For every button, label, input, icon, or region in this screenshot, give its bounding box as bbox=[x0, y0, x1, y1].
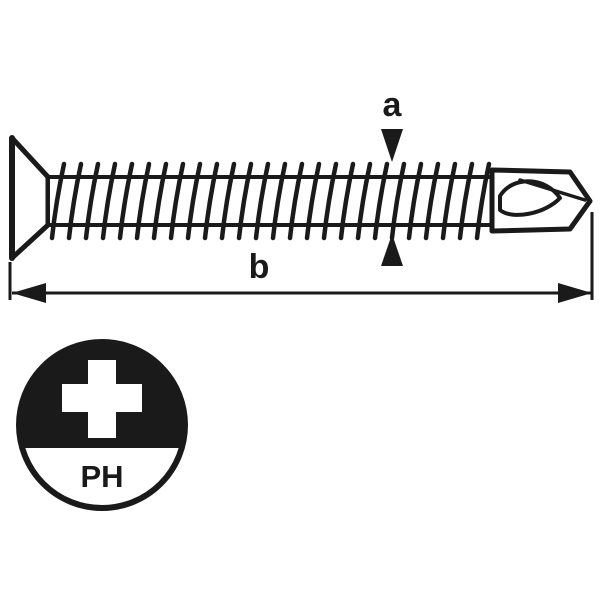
thread-line bbox=[406, 161, 424, 241]
thread-line bbox=[389, 161, 407, 241]
dimension-b-arrow-left bbox=[12, 283, 46, 303]
thread-line bbox=[304, 161, 322, 241]
thread-line bbox=[236, 161, 254, 241]
thread-line bbox=[185, 161, 203, 241]
thread-line bbox=[372, 161, 390, 241]
thread-line bbox=[423, 161, 441, 241]
drill-flute-edge bbox=[518, 178, 587, 202]
drive-type-badge bbox=[16, 339, 188, 511]
dimension-a bbox=[381, 129, 403, 266]
thread-line bbox=[66, 161, 84, 241]
screw-head bbox=[9, 135, 51, 261]
thread-line bbox=[474, 161, 492, 241]
thread-line bbox=[270, 161, 288, 241]
thread-line bbox=[219, 161, 237, 241]
dimension-a-label: a bbox=[383, 86, 403, 124]
thread-line bbox=[457, 161, 475, 241]
screw bbox=[9, 135, 593, 261]
drill-tip bbox=[489, 167, 593, 234]
phillips-cross-icon bbox=[62, 360, 142, 438]
badge-outline bbox=[16, 339, 188, 511]
thread-line bbox=[168, 161, 186, 241]
thread-line bbox=[440, 161, 458, 241]
dimension-b-label: b bbox=[249, 248, 270, 286]
dimension-a-arrow-bottom bbox=[381, 234, 403, 266]
dimension-b-arrow-right bbox=[558, 283, 592, 303]
screw-threads bbox=[49, 161, 492, 241]
thread-line bbox=[253, 161, 271, 241]
thread-line bbox=[151, 161, 169, 241]
thread-line bbox=[338, 161, 356, 241]
thread-line bbox=[355, 161, 373, 241]
thread-line bbox=[202, 161, 220, 241]
thread-line bbox=[117, 161, 135, 241]
thread-line bbox=[49, 161, 67, 241]
thread-line bbox=[134, 161, 152, 241]
drive-type-label: PH bbox=[80, 459, 123, 494]
thread-line bbox=[321, 161, 339, 241]
thread-line bbox=[100, 161, 118, 241]
thread-line bbox=[83, 161, 101, 241]
thread-line bbox=[287, 161, 305, 241]
dimension-b bbox=[8, 212, 594, 303]
drill-flute bbox=[498, 179, 562, 217]
dimension-a-arrow-top bbox=[381, 129, 403, 162]
